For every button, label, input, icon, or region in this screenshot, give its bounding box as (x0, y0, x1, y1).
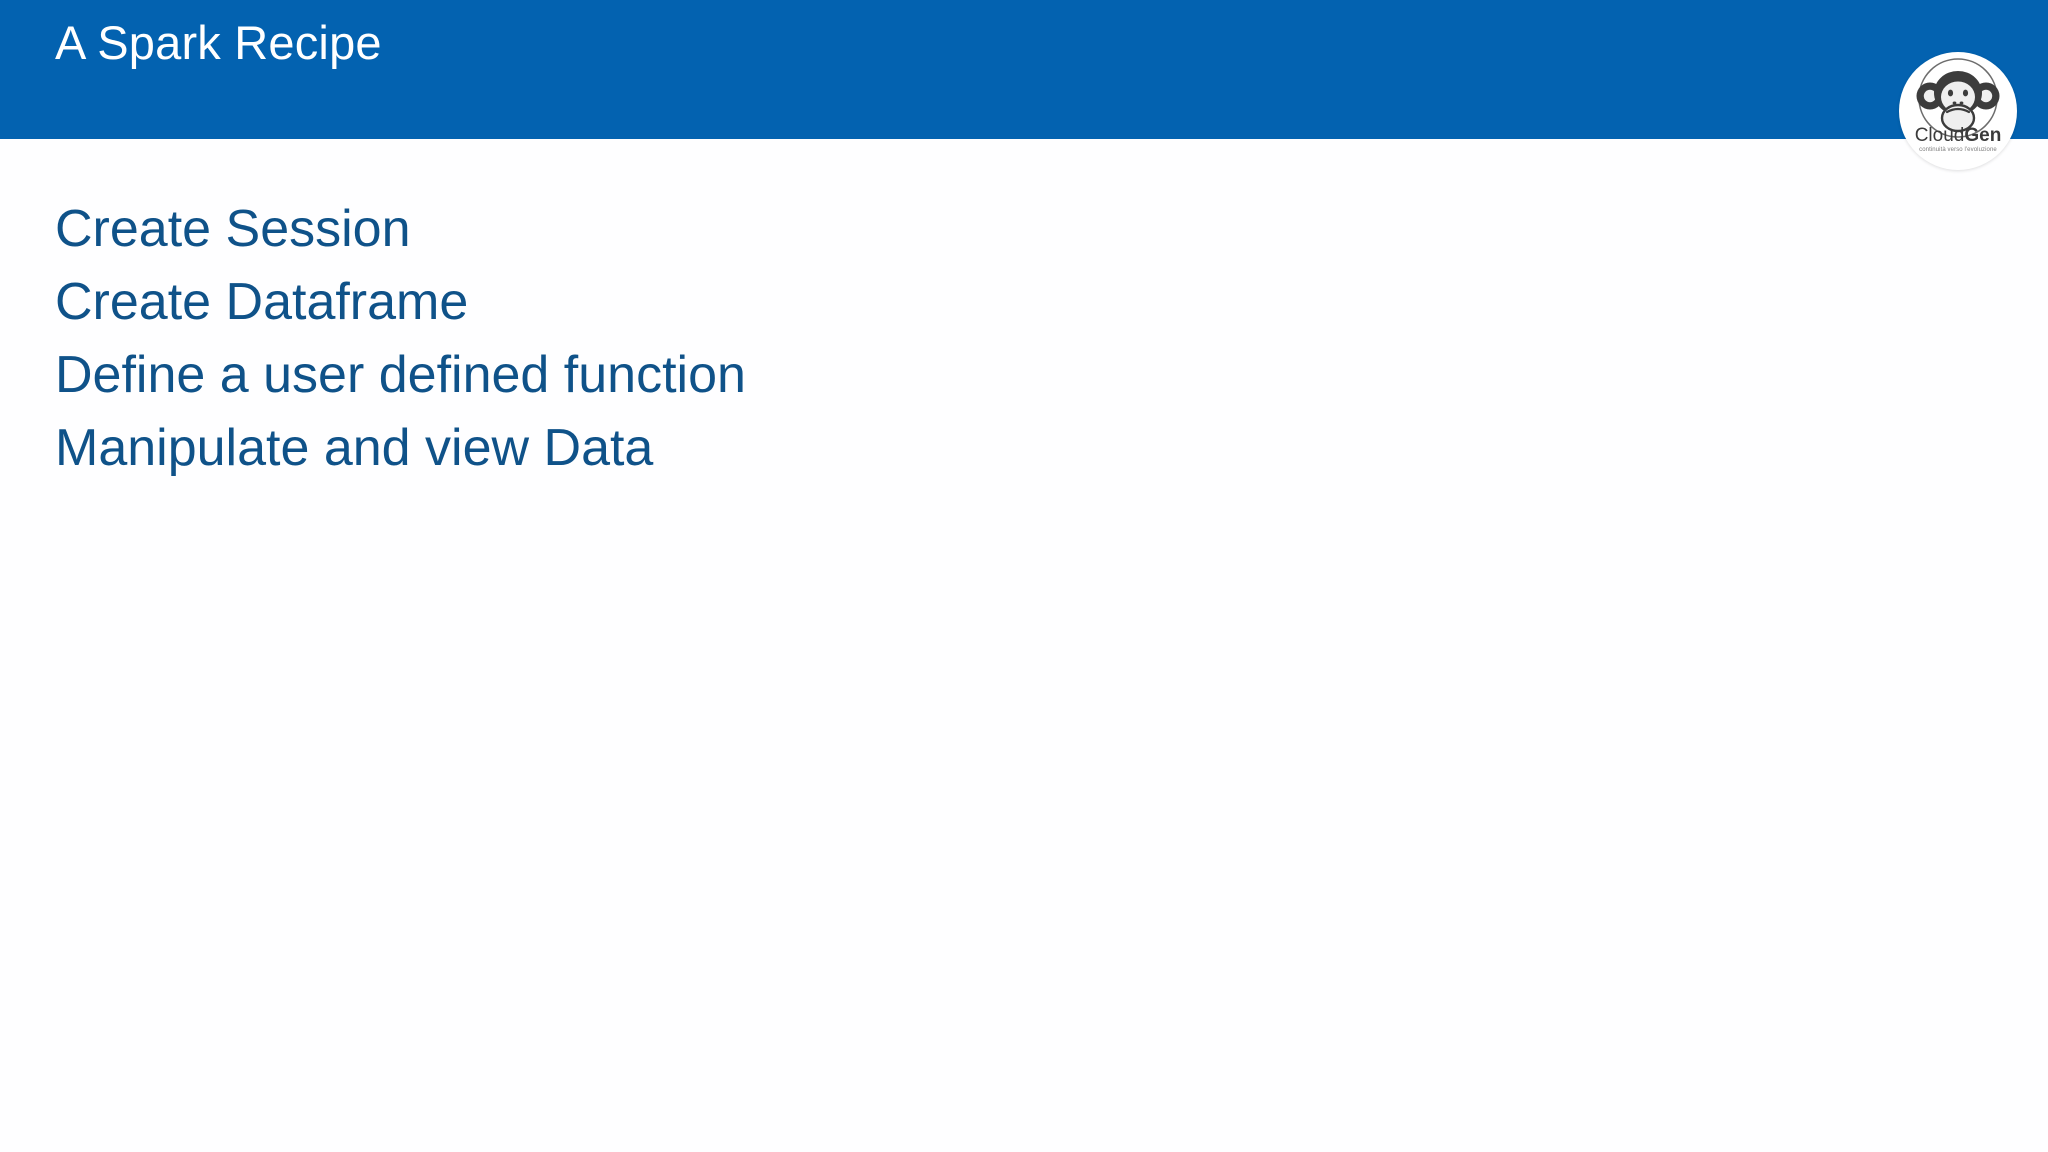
cloudgen-logo: CloudGen continuità verso l'evoluzione (1899, 52, 2048, 201)
monkey-face-icon (1916, 58, 2000, 138)
body-line-4: Manipulate and view Data (55, 419, 654, 477)
logo-tagline: continuità verso l'evoluzione (1919, 147, 1997, 153)
logo-wordmark-light: Cloud (1914, 125, 1965, 146)
body-line-2: Create Dataframe (55, 273, 469, 331)
logo-wordmark-bold: Gen (1964, 125, 2002, 146)
logo-wordmark: CloudGen (1899, 126, 2017, 146)
body-line-1: Create Session (55, 200, 411, 258)
page-title: A Spark Recipe (55, 16, 382, 69)
slide-header-banner (0, 0, 2048, 139)
body-line-3: Define a user defined function (55, 346, 746, 404)
slide-body-list: Create Session Create Dataframe Define a… (55, 193, 1555, 485)
